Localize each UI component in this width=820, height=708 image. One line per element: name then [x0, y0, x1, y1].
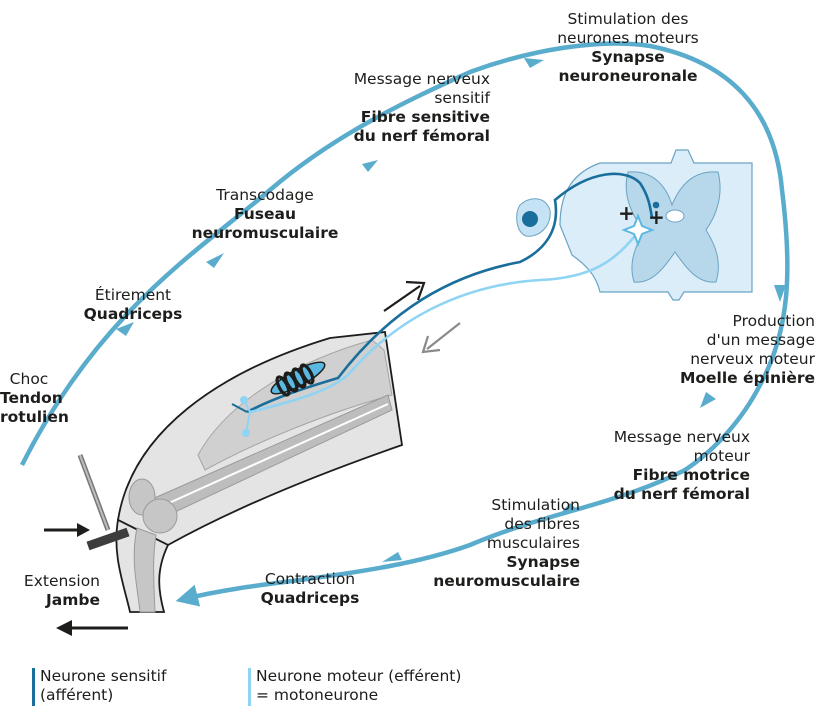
step-message-sensitif-text-2: sensitif — [310, 89, 490, 108]
step-stimulation-fibres: Stimulation des fibres musculaires Synap… — [400, 496, 580, 591]
step-stimulation-fibres-text-3: musculaires — [400, 534, 580, 553]
step-message-moteur-bold-2: du nerf fémoral — [570, 485, 750, 504]
reflex-hammer-icon — [80, 455, 128, 546]
step-message-sensitif-bold-1: Fibre sensitive — [310, 108, 490, 127]
step-production: Production d'un message nerveux moteur M… — [640, 312, 815, 388]
step-stimulation-neurones-text-2: neurones moteurs — [528, 29, 728, 48]
legend-motor-swatch — [248, 668, 251, 706]
step-transcodage-text: Transcodage — [190, 186, 340, 205]
step-stimulation-neurones-bold-1: Synapse — [528, 48, 728, 67]
sensory-cell-body — [522, 211, 538, 227]
arrowhead-transcodage — [362, 160, 378, 172]
legend-sensory-line-2: (afférent) — [40, 686, 166, 705]
step-contraction: Contraction Quadriceps — [250, 570, 370, 608]
leg-extension-arrow-icon — [56, 620, 128, 636]
step-choc-bold-2: rotulien — [0, 408, 58, 427]
step-choc-text: Choc — [0, 370, 58, 389]
step-production-bold: Moelle épinière — [640, 369, 815, 388]
step-production-text-2: d'un message — [640, 331, 815, 350]
step-extension-text: Extension — [0, 572, 100, 591]
legend-sensory-neuron: Neurone sensitif (afférent) — [32, 667, 166, 705]
step-transcodage: Transcodage Fuseau neuromusculaire — [190, 186, 340, 243]
step-stimulation-fibres-bold-2: neuromusculaire — [400, 572, 580, 591]
legend-sensory-swatch — [32, 668, 35, 706]
synapse-plus-sign-1: + — [618, 201, 635, 225]
legend-motor-neuron: Neurone moteur (efférent) = motoneurone — [248, 667, 461, 705]
step-production-text-3: nerveux moteur — [640, 350, 815, 369]
step-transcodage-bold-2: neuromusculaire — [190, 224, 340, 243]
motor-end-plate — [240, 396, 248, 404]
step-message-moteur-text-1: Message nerveux — [570, 428, 750, 447]
step-etirement-text: Étirement — [78, 286, 188, 305]
legend-sensory-line-1: Neurone sensitif — [40, 667, 166, 686]
step-stimulation-neurones-bold-2: neuroneuronale — [528, 67, 728, 86]
step-message-moteur: Message nerveux moteur Fibre motrice du … — [570, 428, 750, 504]
step-etirement-bold: Quadriceps — [78, 305, 188, 324]
step-stimulation-fibres-text-1: Stimulation — [400, 496, 580, 515]
central-canal — [666, 210, 684, 222]
step-message-moteur-text-2: moteur — [570, 447, 750, 466]
step-extension-bold: Jambe — [0, 591, 100, 610]
arrowhead-production — [700, 392, 716, 408]
afferent-direction-arrow-icon — [384, 282, 424, 311]
knee-joint — [143, 499, 177, 533]
step-stimulation-fibres-text-2: des fibres — [400, 515, 580, 534]
legend-motor-line-2: = motoneurone — [256, 686, 461, 705]
motor-end-plate — [242, 429, 250, 437]
efferent-direction-arrow-icon — [423, 323, 460, 352]
step-message-sensitif-bold-2: du nerf fémoral — [310, 127, 490, 146]
arrowhead-stimulation-fibres — [382, 552, 402, 562]
step-message-sensitif: Message nerveux sensitif Fibre sensitive… — [310, 70, 490, 146]
step-etirement: Étirement Quadriceps — [78, 286, 188, 324]
step-stimulation-neurones: Stimulation des neurones moteurs Synapse… — [528, 10, 728, 86]
legend-motor-line-1: Neurone moteur (efférent) — [256, 667, 461, 686]
step-message-moteur-bold-1: Fibre motrice — [570, 466, 750, 485]
arrowhead-etirement — [206, 253, 224, 268]
step-production-text-1: Production — [640, 312, 815, 331]
synapse-plus-sign-2: + — [648, 205, 665, 229]
step-message-sensitif-text-1: Message nerveux — [310, 70, 490, 89]
step-transcodage-bold-1: Fuseau — [190, 205, 340, 224]
step-choc: Choc Tendon rotulien — [0, 370, 58, 427]
step-choc-bold-1: Tendon — [0, 389, 58, 408]
step-extension: Extension Jambe — [0, 572, 100, 610]
step-stimulation-neurones-text-1: Stimulation des — [528, 10, 728, 29]
step-contraction-text: Contraction — [250, 570, 370, 589]
tap-arrow-icon — [44, 523, 90, 537]
step-contraction-bold: Quadriceps — [250, 589, 370, 608]
step-stimulation-fibres-bold-1: Synapse — [400, 553, 580, 572]
